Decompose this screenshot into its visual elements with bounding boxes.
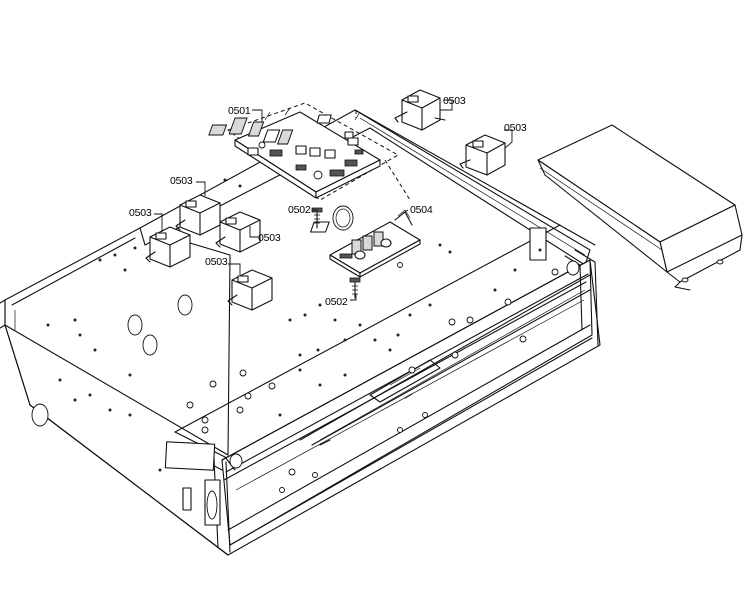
ring-gasket <box>332 205 354 231</box>
label-relay-left-a: 0503 <box>170 175 193 187</box>
mounting-holes <box>46 178 559 493</box>
label-relay-left-d: 0503 <box>205 256 228 268</box>
relay-left-c <box>215 211 261 253</box>
control-board <box>208 102 411 201</box>
relay-left-a <box>175 194 221 236</box>
relay-left-b <box>145 226 191 268</box>
relay-top-right <box>459 134 506 176</box>
label-relay-top-right: 0503 <box>504 122 527 134</box>
relay-left-d <box>227 269 273 311</box>
screw-lower <box>349 277 361 299</box>
label-screw-lower: 0502 <box>325 296 348 308</box>
label-relay-left-b: 0503 <box>129 207 152 219</box>
label-relay-top-left: 0503 <box>443 95 466 107</box>
relay-top-left <box>394 89 446 131</box>
label-control-board: 0501 <box>228 105 251 117</box>
label-relay-left-c: 0503 <box>258 232 281 244</box>
leader-lines <box>154 99 513 301</box>
part-labels: 0501 0502 0502 0503 0503 0503 0503 0503 … <box>129 95 527 308</box>
label-filter-board: 0504 <box>410 204 433 216</box>
label-screw-upper: 0502 <box>288 204 311 216</box>
cover-plate <box>537 124 743 291</box>
filter-board <box>309 209 421 278</box>
